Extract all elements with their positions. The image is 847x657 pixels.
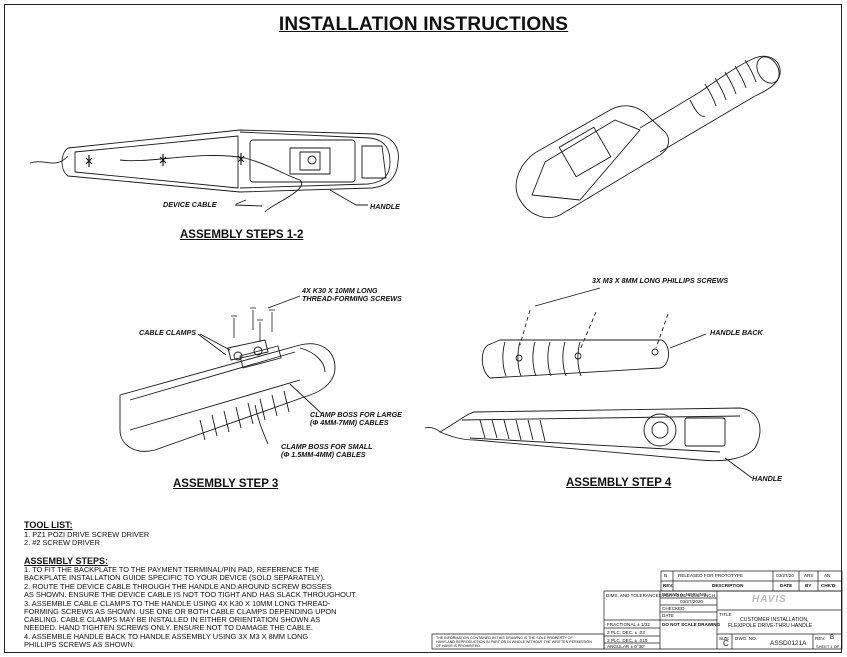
rev-date: 03/27/20 [776, 573, 794, 578]
date-label: DATE [662, 613, 674, 618]
rev-header-checked: CHK'D [821, 583, 836, 588]
handle-isometric-view-illustration [515, 55, 781, 219]
page-title: INSTALLATION INSTRUCTIONS [278, 14, 569, 35]
callout-handle-bottom: HANDLE [752, 474, 782, 483]
dims-note: DIMS. AND TOLERANCES PER ASME Y14.5 - IN… [606, 593, 716, 598]
callout-boss-large-line1: CLAMP BOSS FOR LARGE [310, 410, 402, 419]
dwg-no-value: ASSD0121A [770, 640, 807, 647]
title-block-grid [431, 570, 843, 650]
size-label: SIZE [719, 636, 730, 641]
cable-clamp-detail-illustration [119, 295, 336, 452]
callout-boss-small-line2: (Φ 1.5MM-4MM) CABLES [281, 450, 366, 459]
drawn-label: DRAWN [662, 592, 680, 597]
callout-cable-clamps: CABLE CLAMPS [139, 328, 197, 337]
assembly-step-line: AS SHOWN. ENSURE THE DEVICE CABLE IS NOT… [24, 590, 357, 599]
callout-handle-top: HANDLE [370, 202, 400, 211]
sheet-number: SHEET 1 OF 1 [816, 644, 843, 649]
rev-header-description: DESCRIPTION [712, 583, 744, 588]
title-label: TITLE [719, 612, 732, 617]
proprietary-note-line1: THE INFORMATION CONTAINED IN THIS DRAWIN… [436, 636, 573, 640]
drawn-by: A. NORLING [680, 592, 707, 597]
drawing-sheet-border [4, 4, 842, 653]
tool-list-heading: TOOL LIST: [24, 520, 73, 530]
assembly-step-line: 3. ASSEMBLE CABLE CLAMPS TO THE HANDLE U… [24, 599, 331, 608]
rev-header-by: BY [805, 583, 812, 588]
rev-header-date: DATE [780, 583, 793, 588]
assembly-step-line: BACKPLATE INSTALLATION GUIDE SPECIFIC TO… [24, 573, 326, 582]
assembly-step-line: CABLING. CABLE CLAMPS MAY BE INSTALLED I… [24, 615, 321, 624]
rev-value: B [830, 635, 835, 641]
callout-handle-back: HANDLE BACK [710, 328, 763, 337]
proprietary-note-line3: OF HAVIS IS PROHIBITED. [436, 644, 481, 648]
size-value: C [723, 639, 729, 648]
rev-checked: AN [824, 573, 831, 578]
proprietary-note-line2: HAVIS AND REPRODUCTION IN PART OR IN WHO… [436, 640, 592, 644]
callout-boss-small-line1: CLAMP BOSS FOR SMALL [281, 442, 373, 451]
tool-list-item: 2. #2 SCREW DRIVER [24, 538, 100, 547]
assembly-step-line: 4. ASSEMBLE HANDLE BACK TO HANDLE ASSEMB… [24, 632, 309, 641]
callout-boss-large-line2: (Φ 4MM-7MM) CABLES [310, 418, 389, 427]
rev-label: REV. [815, 636, 826, 641]
havis-logo: HAVIS [752, 594, 787, 605]
assembly-step-line: NEEDED. HAND TIGHTEN SCREWS ONLY. ENSURE… [24, 623, 313, 632]
assembly-step-line: FORMING SCREWS AS SHOWN. USE ONE OR BOTH… [24, 607, 337, 616]
assembly-step-4-heading: ASSEMBLY STEP 4 [566, 477, 672, 489]
tolerance-fractional: FRACTIONAL ± 1/32 [607, 622, 650, 627]
callout-k30-screws-line2: THREAD-FORMING SCREWS [302, 294, 402, 303]
drawing-title-line2: FLEXIPOLE DRIVE-THRU HANDLE [728, 623, 813, 629]
callout-m3-screws: 3X M3 X 8MM LONG PHILLIPS SCREWS [592, 276, 729, 285]
tolerance-3-place: 3 PLC. DEC. ± .010 [607, 638, 648, 643]
assembly-steps-1-2-heading: ASSEMBLY STEPS 1-2 [180, 229, 304, 241]
do-not-scale-note: DO NOT SCALE DRAWING [662, 622, 721, 627]
tolerance-2-place: 2 PLC. DEC. ± .03 [607, 630, 645, 635]
callout-device-cable: DEVICE CABLE [163, 200, 217, 209]
tolerance-angular: ANGULAR ± 0°30' [607, 644, 645, 649]
tool-list-item: 1. PZ1 POZI DRIVE SCREW DRIVER [24, 530, 150, 539]
assembly-step-line: PHILLIPS SCREWS AS SHOWN. [24, 640, 135, 649]
assembly-step-line: 1. TO FIT THE BACKPLATE TO THE PAYMENT T… [24, 565, 320, 574]
drawn-date: 03/27/2020 [680, 599, 703, 604]
checked-label: CHECKED [662, 606, 685, 611]
rev-by: ARS [804, 573, 814, 578]
handle-top-view-illustration [29, 129, 399, 213]
assembly-step-3-heading: ASSEMBLY STEP 3 [173, 478, 279, 490]
handle-back-assembly-illustration [424, 287, 761, 479]
rev-letter: B [664, 573, 668, 578]
assembly-steps-heading: ASSEMBLY STEPS: [24, 556, 109, 566]
rev-header-rev: REV. [663, 583, 674, 588]
callout-k30-screws-line1: 4X K30 X 10MM LONG [302, 286, 378, 295]
rev-description: RELEASED FOR PROTOTYPE [678, 573, 744, 578]
dwg-no-label: DWG. NO. [735, 636, 757, 641]
drawing-title-line1: CUSTOMER INSTALLATION, [740, 617, 809, 623]
assembly-step-line: 2. ROUTE THE DEVICE CABLE THROUGH THE HA… [24, 582, 332, 591]
